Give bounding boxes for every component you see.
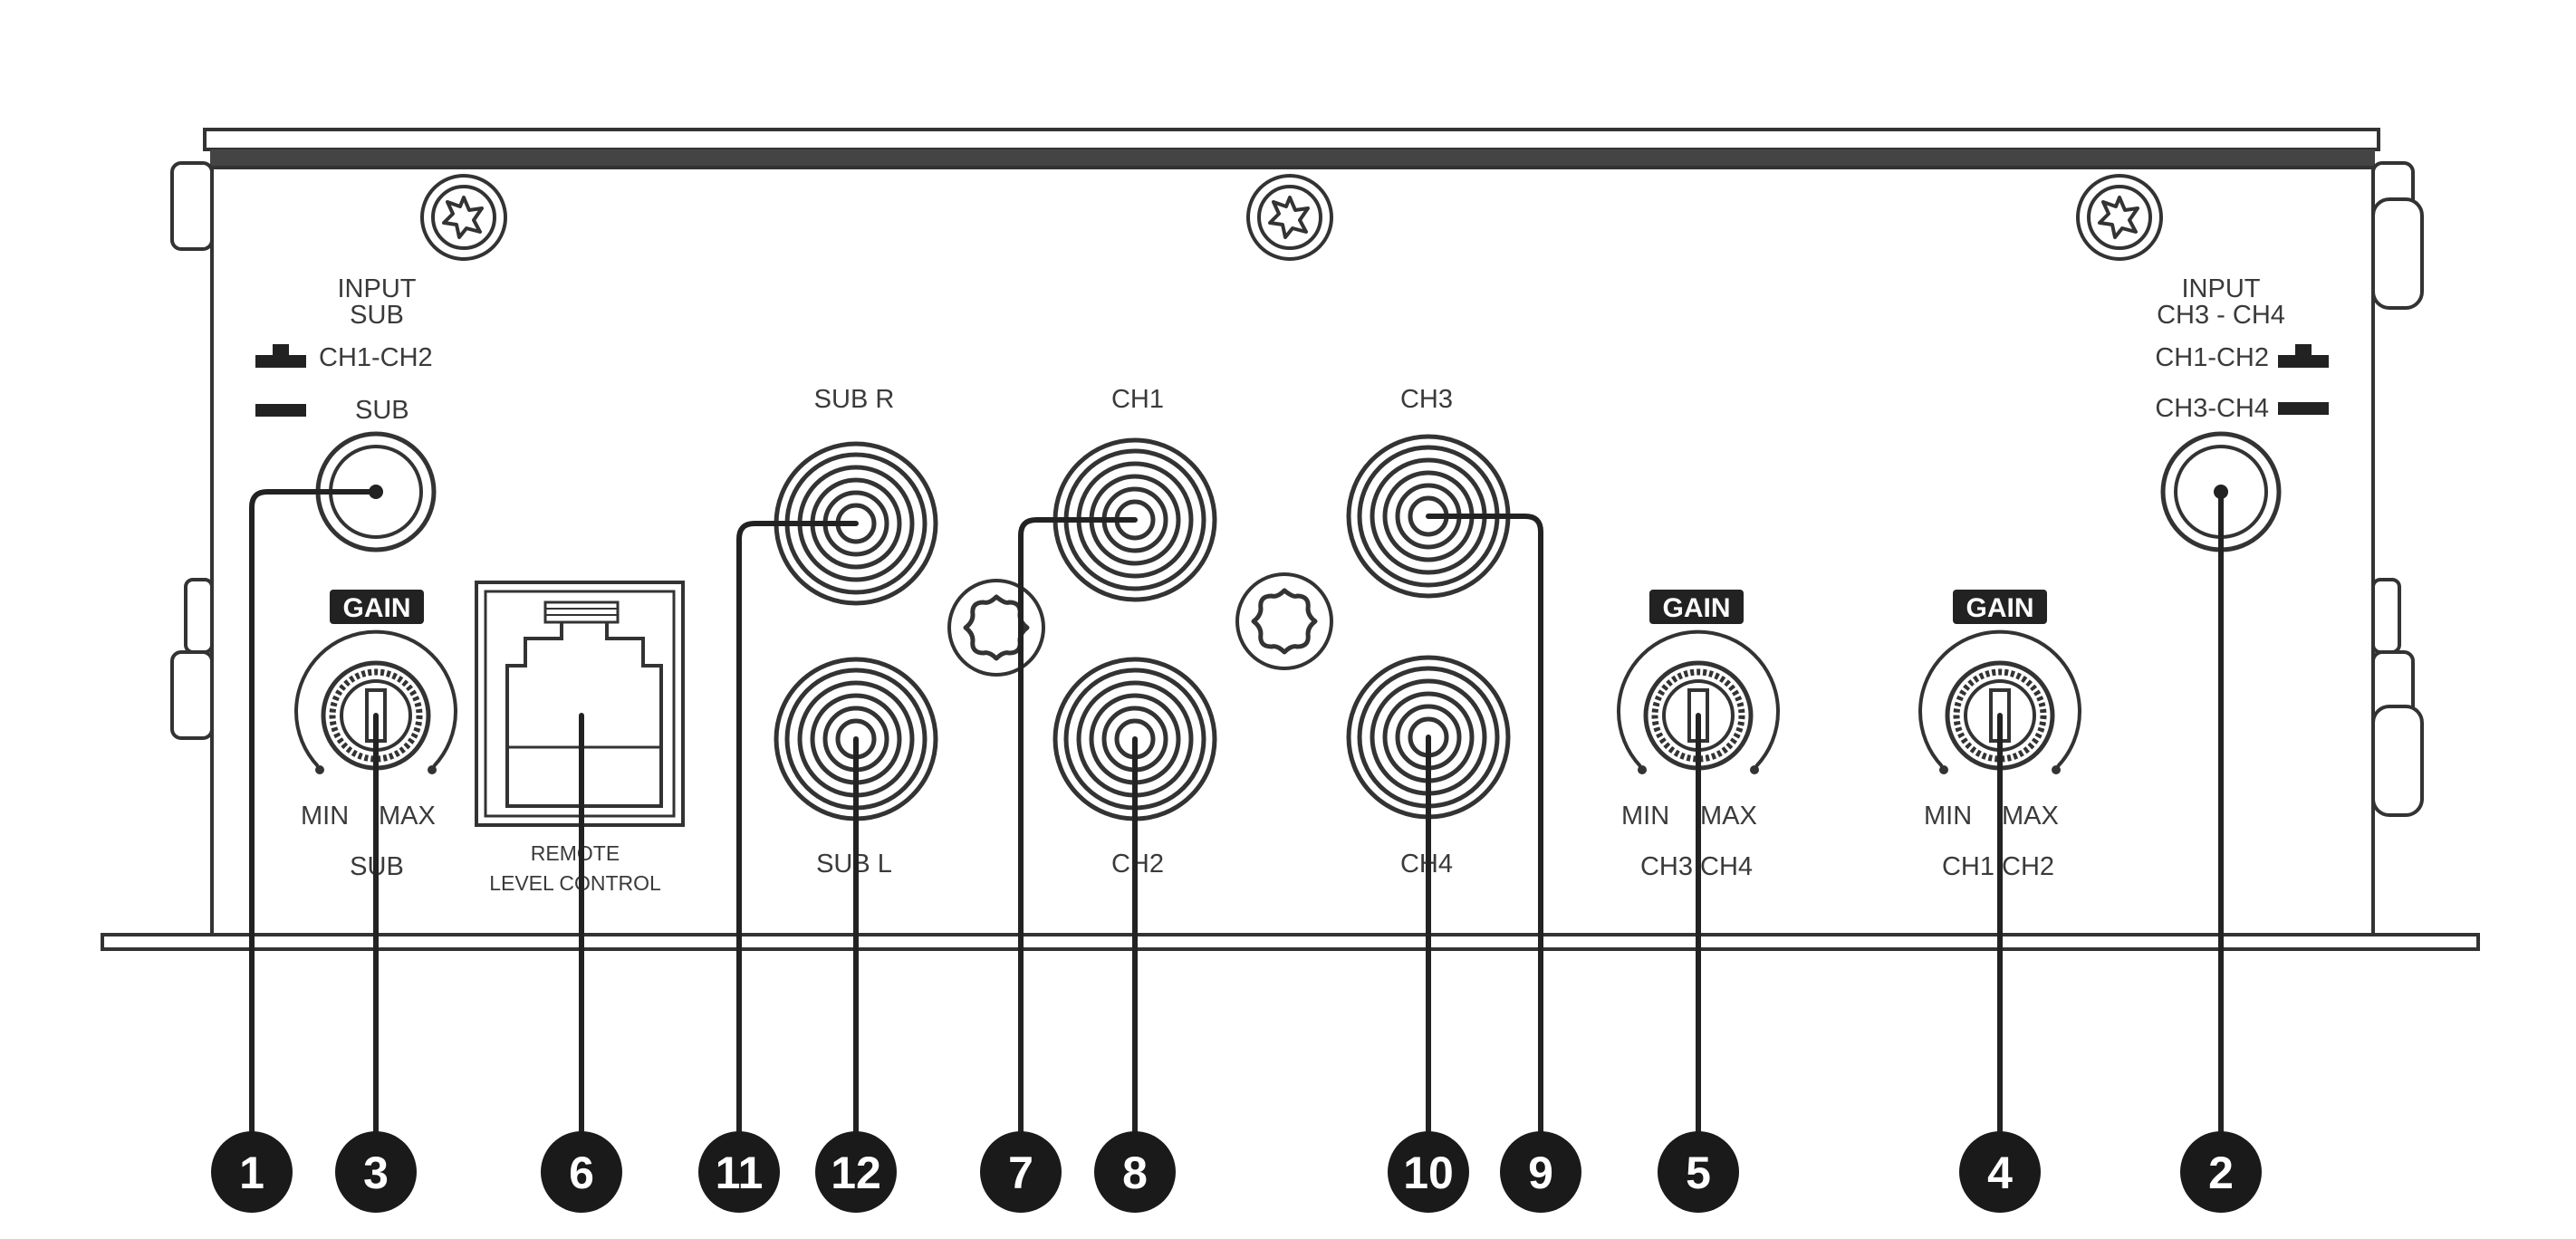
switch-down-icon <box>2278 402 2329 415</box>
svg-text:9: 9 <box>1528 1148 1553 1198</box>
svg-text:12: 12 <box>831 1148 881 1198</box>
input-sub-title: INPUT <box>338 274 417 303</box>
callout-marker: 10 <box>1388 1131 1469 1213</box>
svg-text:11: 11 <box>716 1148 764 1198</box>
screw-icon <box>420 174 507 261</box>
gain-sub-min: MIN <box>301 802 349 831</box>
leader-lines <box>249 489 2224 1173</box>
input-sub-option-1: CH1-CH2 <box>319 343 433 372</box>
svg-text:2: 2 <box>2208 1148 2234 1198</box>
gain-ch34-min: MIN <box>1621 802 1669 831</box>
gain-sub-max: MAX <box>379 802 436 831</box>
callout-marker: 12 <box>815 1131 897 1213</box>
gain-ch12-badge-label: GAIN <box>1966 593 2034 623</box>
gain-badge <box>1953 590 2047 624</box>
remote-label-line2: LEVEL CONTROL <box>489 871 661 895</box>
screw-icon <box>1246 174 1333 261</box>
gain-ch12-group: GAIN MIN MAX CH1 CH2 <box>1920 590 2080 881</box>
svg-text:5: 5 <box>1686 1148 1711 1198</box>
gain-ch12-min: MIN <box>1924 802 1972 831</box>
svg-text:10: 10 <box>1403 1148 1454 1198</box>
rca-input-ch1[interactable]: CH1 <box>1055 385 1215 600</box>
input-ch34-switch-group: INPUT CH3 - CH4 CH1-CH2 CH3-CH4 <box>2155 274 2329 552</box>
svg-text:1: 1 <box>239 1148 264 1198</box>
remote-label-line1: REMOTE <box>531 841 620 865</box>
rca-label-ch3: CH3 <box>1400 385 1453 414</box>
callout-marker: 9 <box>1500 1131 1581 1213</box>
gain-ch34-group: GAIN MIN MAX CH3 CH4 <box>1619 590 1778 881</box>
input-ch34-title: INPUT <box>2182 274 2261 303</box>
rca-label-sub-r: SUB R <box>814 385 895 414</box>
callout-marker: 7 <box>980 1131 1062 1213</box>
torx-screw-icon <box>949 581 1043 675</box>
callout-marker: 2 <box>2180 1131 2262 1213</box>
callout-marker: 11 <box>698 1131 780 1213</box>
rca-input-ch3[interactable]: CH3 <box>1349 385 1508 596</box>
input-sub-subtitle: SUB <box>350 301 404 330</box>
input-ch34-option-1: CH1-CH2 <box>2155 343 2269 372</box>
svg-text:4: 4 <box>1987 1148 2013 1198</box>
switch-down-icon <box>255 404 306 417</box>
input-ch34-subtitle: CH3 - CH4 <box>2157 301 2285 330</box>
callout-marker: 8 <box>1094 1131 1176 1213</box>
svg-text:7: 7 <box>1008 1148 1033 1198</box>
svg-text:3: 3 <box>363 1148 389 1198</box>
input-ch34-option-2: CH3-CH4 <box>2155 394 2269 423</box>
leader-line <box>1018 517 1138 1173</box>
rca-label-ch1: CH1 <box>1111 385 1164 414</box>
callout-markers: 1 3 6 11 12 7 8 10 <box>211 1131 2262 1213</box>
svg-text:8: 8 <box>1122 1148 1148 1198</box>
leader-line <box>736 521 859 1173</box>
gain-ch34-badge-label: GAIN <box>1663 593 1731 623</box>
svg-text:6: 6 <box>569 1148 594 1198</box>
torx-screw-icon <box>1237 574 1331 668</box>
gain-sub-badge-label: GAIN <box>343 593 411 623</box>
remote-level-control-port[interactable] <box>475 581 685 827</box>
callout-marker: 4 <box>1959 1131 2041 1213</box>
leader-line <box>249 489 379 1173</box>
gain-badge <box>1649 590 1744 624</box>
input-ch34-switch-button[interactable] <box>2160 431 2282 552</box>
callout-marker: 1 <box>211 1131 293 1213</box>
rca-input-sub-r[interactable]: SUB R <box>776 385 936 603</box>
leader-line <box>1426 514 1543 1173</box>
callout-marker: 3 <box>335 1131 417 1213</box>
screw-icon <box>2076 174 2163 261</box>
gain-ch12-max: MAX <box>2002 802 2059 831</box>
gain-badge <box>330 590 424 624</box>
callout-marker: 6 <box>541 1131 622 1213</box>
gain-ch34-max: MAX <box>1700 802 1757 831</box>
input-sub-option-2: SUB <box>355 396 409 425</box>
callout-marker: 5 <box>1658 1131 1739 1213</box>
